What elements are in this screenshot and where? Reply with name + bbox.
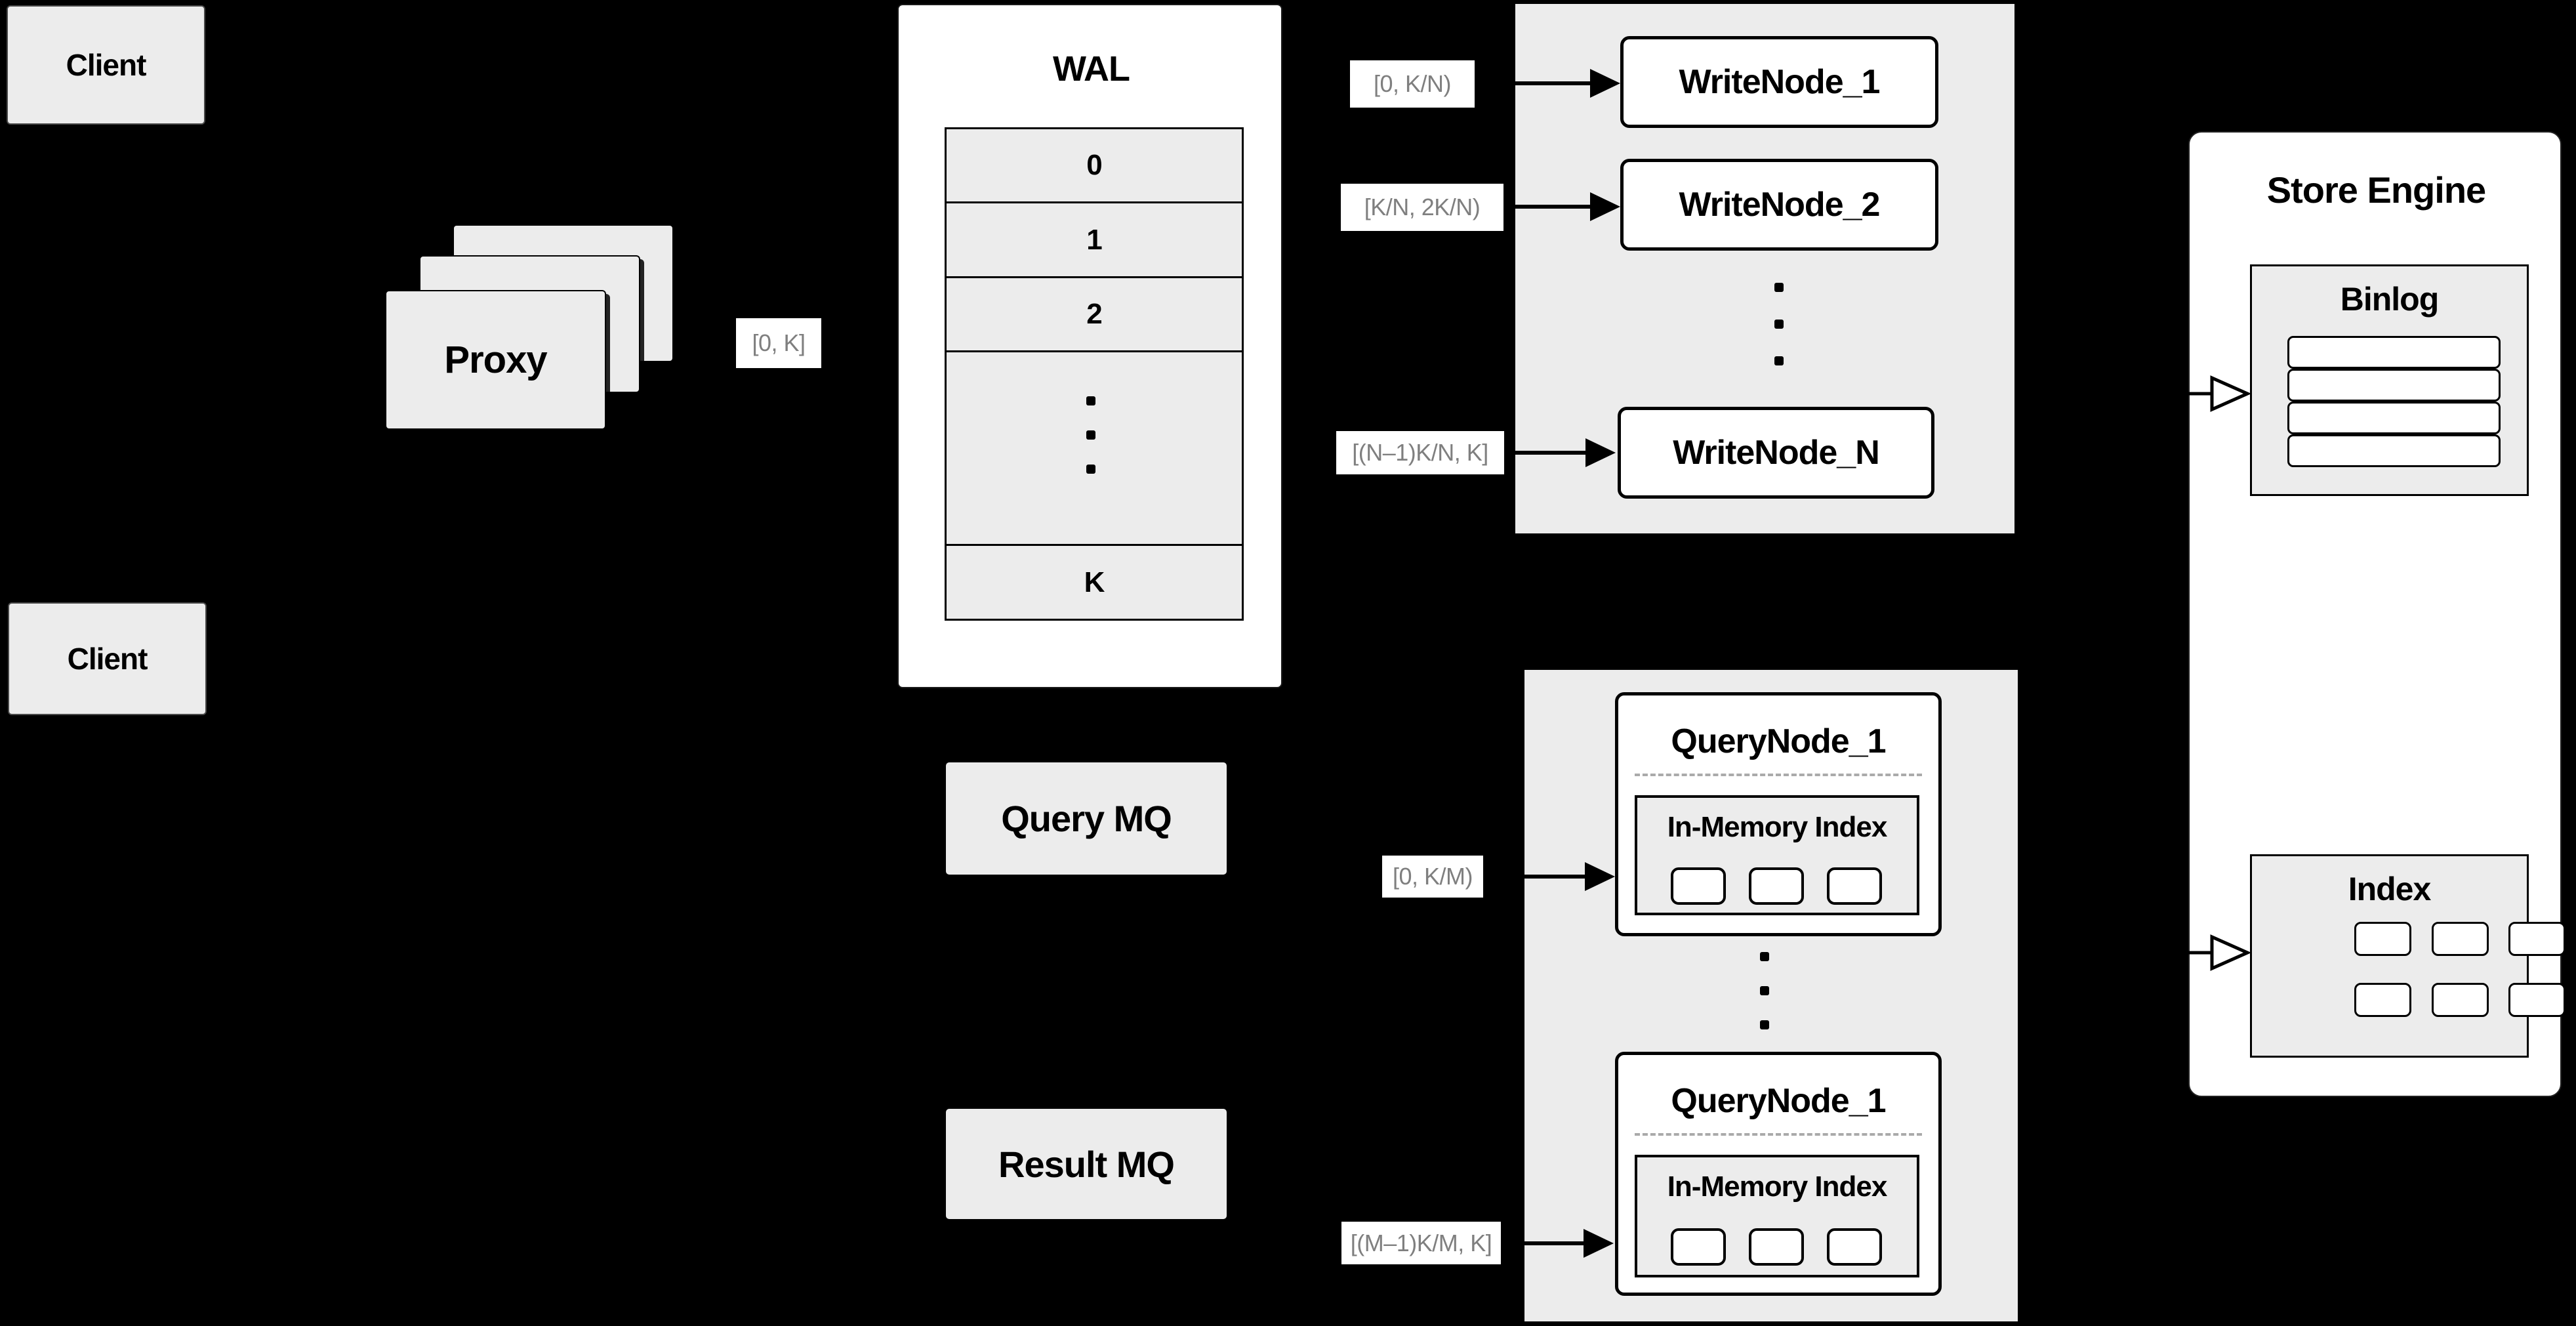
- wal-row-0: 0: [945, 127, 1244, 203]
- index-slot: [2432, 922, 2489, 956]
- store-engine-box: Store Engine Binlog Index: [2188, 131, 2566, 1097]
- memory-slot: [1827, 1228, 1882, 1266]
- binlog-row: [2287, 336, 2501, 369]
- index-slot: [2508, 983, 2566, 1017]
- wal-row-1: 1: [945, 201, 1244, 278]
- wal-row-ellipsis: [945, 350, 1244, 546]
- binlog-row: [2287, 402, 2501, 434]
- edge-label-wal-wn1: [0, K/N): [1350, 60, 1475, 108]
- query-mq-box: Query MQ: [946, 762, 1227, 875]
- write-node-1: WriteNode_1: [1620, 36, 1938, 128]
- result-mq-box: Result MQ: [946, 1109, 1227, 1219]
- client-bottom-label: Client: [67, 642, 148, 676]
- in-memory-index-1: In-Memory Index: [1635, 795, 1919, 915]
- binlog-title: Binlog: [2340, 281, 2440, 318]
- index-slot: [2354, 922, 2411, 956]
- dashed-divider: [1635, 1133, 1922, 1136]
- wal-box: WAL 0 1 2 K: [897, 4, 1282, 688]
- edge-label-qmq-qn1: [0, K/M): [1382, 856, 1483, 898]
- index-slot: [2432, 983, 2489, 1017]
- wal-ellipsis-dot: [1086, 396, 1095, 405]
- query-node-1-title: QueryNode_1: [1671, 722, 1886, 760]
- write-group-ellipsis-dot: [1774, 320, 1784, 329]
- proxy-card-front: Proxy: [385, 290, 606, 430]
- wal-row-2: 2: [945, 276, 1244, 352]
- write-node-n: WriteNode_N: [1618, 407, 1934, 499]
- in-memory-index-2: In-Memory Index: [1635, 1155, 1919, 1277]
- memory-slot: [1749, 867, 1804, 905]
- memory-slot: [1749, 1228, 1804, 1266]
- binlog-row: [2287, 434, 2501, 467]
- wal-ellipsis-dot: [1086, 430, 1095, 440]
- query-group-ellipsis-dot: [1760, 1020, 1769, 1029]
- write-group-ellipsis-dot: [1774, 356, 1784, 365]
- query-node-2: QueryNode_1 In-Memory Index: [1615, 1052, 1942, 1296]
- edge-label-wal-wnN: [(N–1)K/N, K]: [1336, 431, 1504, 474]
- binlog-box: Binlog: [2250, 264, 2529, 496]
- memory-slot: [1827, 867, 1882, 905]
- client-box-bottom: Client: [8, 602, 207, 715]
- wal-ellipsis-dot: [1086, 465, 1095, 474]
- binlog-row: [2287, 369, 2501, 402]
- in-memory-index-2-title: In-Memory Index: [1667, 1171, 1888, 1203]
- index-title: Index: [2348, 871, 2432, 907]
- query-node-2-title: QueryNode_1: [1671, 1082, 1886, 1120]
- edge-label-wal-wn2: [K/N, 2K/N): [1341, 184, 1503, 231]
- client-box-top: Client: [7, 5, 205, 125]
- proxy-label: Proxy: [444, 339, 547, 381]
- wal-title: WAL: [1053, 49, 1130, 89]
- client-top-label: Client: [66, 48, 147, 82]
- write-node-2: WriteNode_2: [1620, 159, 1938, 251]
- write-group-ellipsis-dot: [1774, 283, 1784, 292]
- query-group-ellipsis-dot: [1760, 952, 1769, 961]
- dashed-divider: [1635, 774, 1922, 776]
- store-engine-title: Store Engine: [2266, 169, 2486, 211]
- index-slot: [2508, 922, 2566, 956]
- wal-row-k: K: [945, 544, 1244, 621]
- edge-label-qmq-qn2: [(M–1)K/M, K]: [1341, 1222, 1501, 1264]
- memory-slot: [1671, 1228, 1726, 1266]
- memory-slot: [1671, 867, 1726, 905]
- index-box: Index: [2250, 854, 2566, 1058]
- in-memory-index-1-title: In-Memory Index: [1667, 811, 1888, 843]
- query-node-1: QueryNode_1 In-Memory Index: [1615, 692, 1942, 936]
- edge-label-proxy-wal: [0, K]: [736, 318, 821, 368]
- query-group-ellipsis-dot: [1760, 986, 1769, 995]
- index-slot: [2354, 983, 2411, 1017]
